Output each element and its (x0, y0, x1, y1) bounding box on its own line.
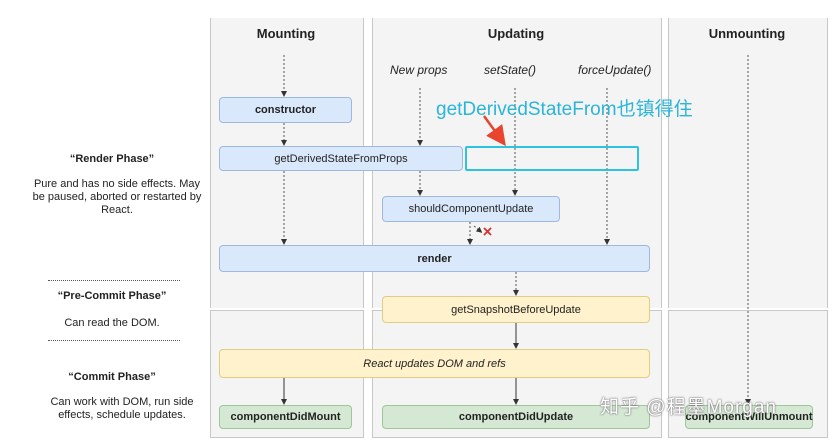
node-get-derived-state-from-props: getDerivedStateFromProps (219, 146, 463, 171)
precommit-phase-title: “Pre-Commit Phase” (57, 290, 167, 302)
render-phase-title: “Render Phase” (69, 153, 155, 165)
node-component-did-mount: componentDidMount (219, 405, 352, 429)
node-component-did-update: componentDidUpdate (382, 405, 650, 429)
node-should-component-update: shouldComponentUpdate (382, 196, 560, 222)
mounting-header: Mounting (256, 26, 316, 41)
unmounting-column (668, 18, 828, 308)
phase-divider-2 (48, 340, 180, 341)
phase-divider-1 (48, 280, 180, 281)
node-react-updates-dom: React updates DOM and refs (219, 349, 650, 378)
updating-header: Updating (487, 26, 545, 41)
watermark: 知乎 @程墨Morgan (600, 397, 777, 418)
trigger-new-props: New props (390, 63, 448, 77)
commit-phase-title: “Commit Phase” (68, 371, 156, 383)
annotation-highlight-box (465, 146, 639, 171)
node-constructor: constructor (219, 97, 352, 123)
trigger-set-state: setState() (484, 63, 537, 77)
node-get-snapshot-before-update: getSnapshotBeforeUpdate (382, 296, 650, 323)
node-component-will-unmount: componentWillUnmount (685, 405, 813, 429)
unmounting-header: Unmounting (708, 26, 786, 41)
precommit-phase-desc: Can read the DOM. (64, 317, 160, 329)
render-phase-desc: Pure and has no side effects. May be pau… (32, 178, 202, 216)
commit-phase-desc: Can work with DOM, run side effects, sch… (50, 396, 194, 421)
node-render: render (219, 245, 650, 272)
annotation-text: getDerivedStateFrom也镇得住 (436, 99, 693, 120)
trigger-force-update: forceUpdate() (578, 63, 652, 77)
